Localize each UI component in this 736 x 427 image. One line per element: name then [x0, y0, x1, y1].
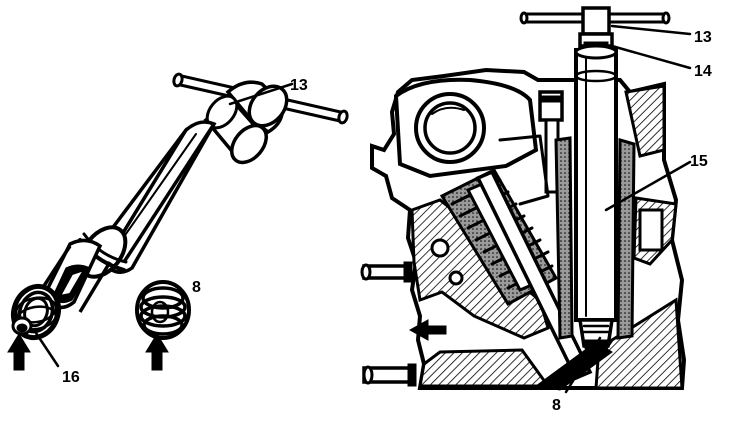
- installer-tool: [7, 72, 349, 371]
- callout-label: 8: [552, 397, 561, 414]
- callout-labels: 13 13 14 15 16 8 8: [62, 29, 712, 414]
- cylinder-head-section: [360, 67, 687, 391]
- valve-seal-part: [135, 280, 191, 371]
- direction-arrow-icon: [408, 319, 447, 341]
- insertion-arrow-icon: [145, 333, 169, 371]
- callout-label: 13: [694, 29, 712, 46]
- insertion-arrow-icon: [7, 333, 31, 371]
- callout-label: 8: [192, 279, 201, 296]
- callout-label: 15: [690, 153, 708, 170]
- mounting-studs: [360, 261, 417, 387]
- leader-lines: [32, 24, 692, 394]
- callout-label: 13: [290, 77, 308, 94]
- callout-label: 16: [62, 369, 80, 386]
- installer-tool-installed: [519, 6, 671, 357]
- callout-label: 14: [694, 63, 712, 80]
